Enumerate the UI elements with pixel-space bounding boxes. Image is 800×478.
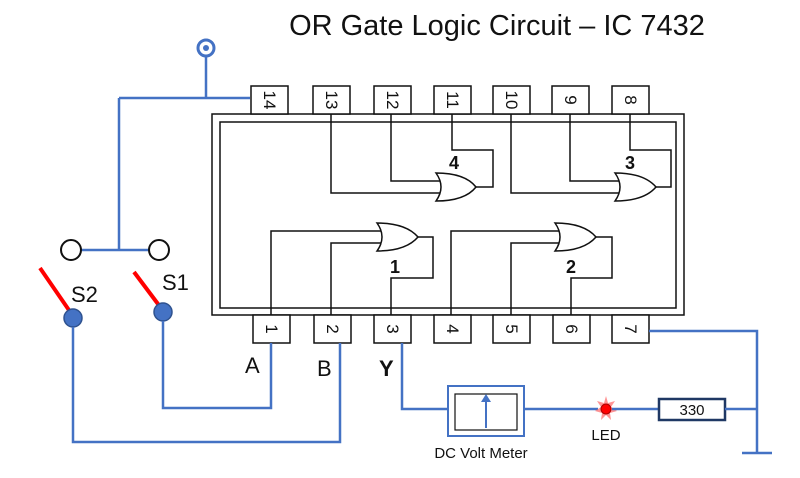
pin-11-label: 11 — [443, 91, 462, 109]
pin-13-label: 13 — [322, 91, 341, 110]
vcc-terminal-dot — [203, 45, 209, 51]
gate-2-label: 2 — [566, 257, 576, 277]
resistor: 330 — [657, 397, 727, 422]
ic-7432: 14 13 12 11 10 9 — [211, 85, 685, 344]
vcc-wiring — [79, 38, 250, 252]
pin-12-label: 12 — [383, 91, 402, 110]
pin-3-label: 3 — [383, 324, 402, 333]
pin-5-label: 5 — [502, 324, 521, 333]
or-gate-3: 3 — [510, 114, 672, 202]
s2-lever — [38, 266, 75, 318]
pin-10: 10 — [492, 85, 531, 115]
signal-a-label: A — [245, 353, 260, 378]
signal-y-label: Y — [379, 356, 394, 381]
pin-11: 11 — [433, 85, 472, 115]
s2-pivot — [63, 308, 83, 328]
pin-12: 12 — [373, 85, 412, 115]
diagram-title: OR Gate Logic Circuit – IC 7432 — [289, 10, 705, 42]
meter-label: DC Volt Meter — [434, 445, 527, 462]
led-bulb — [600, 403, 612, 415]
or-gate-2: 2 — [450, 222, 613, 315]
switch-s1[interactable]: S1 — [132, 239, 189, 322]
wire-pin7-to-ground — [649, 329, 759, 453]
pin-5: 5 — [492, 314, 531, 344]
pin-4: 4 — [433, 314, 472, 344]
pin-14: 14 — [250, 85, 289, 115]
or-gate-1: 1 — [270, 222, 434, 315]
pin-14-label: 14 — [260, 91, 279, 110]
pin-6: 6 — [552, 314, 591, 344]
pin-1-label: 1 — [262, 324, 281, 333]
pin-2-label: 2 — [323, 324, 342, 333]
gate-3-label: 3 — [625, 153, 635, 173]
ic-body-outer — [211, 113, 685, 316]
pin-13: 13 — [312, 85, 351, 115]
pin-10-label: 10 — [502, 91, 521, 110]
led-label: LED — [591, 427, 620, 444]
pin-7-label: 7 — [621, 324, 640, 333]
s2-label: S2 — [71, 282, 98, 307]
s2-top-contact — [60, 239, 82, 261]
top-pins: 14 13 12 11 10 9 — [250, 85, 650, 115]
pin-1: 1 — [252, 314, 291, 344]
pin-8-label: 8 — [621, 95, 640, 104]
bottom-pins: 1 2 3 4 5 6 7 — [252, 314, 650, 344]
pin-6-label: 6 — [562, 324, 581, 333]
resistor-value: 330 — [679, 402, 704, 419]
pin-9: 9 — [551, 85, 590, 115]
gate-4-label: 4 — [449, 153, 459, 173]
led: LED — [591, 396, 621, 444]
pin-9-label: 9 — [561, 95, 580, 104]
s1-label: S1 — [162, 270, 189, 295]
pin-4-label: 4 — [443, 324, 462, 333]
signal-b-label: B — [317, 356, 332, 381]
ic-body-inner — [219, 121, 677, 309]
gate-1-label: 1 — [390, 257, 400, 277]
pin-2: 2 — [313, 314, 352, 344]
s1-pivot — [153, 302, 173, 322]
pin-3: 3 — [373, 314, 412, 344]
dc-volt-meter: DC Volt Meter — [434, 385, 528, 462]
switch-s2[interactable]: S2 — [38, 239, 98, 328]
or-gate-4: 4 — [330, 114, 494, 202]
s1-lever — [132, 270, 163, 310]
wire-a-to-pin1 — [161, 321, 273, 410]
pin-8: 8 — [611, 85, 650, 115]
meter-needle-arrow-icon — [481, 394, 491, 402]
wire-b-to-pin2 — [71, 327, 342, 444]
wire-y-to-meter — [400, 343, 448, 411]
s1-top-contact — [148, 239, 170, 261]
pin-7: 7 — [611, 314, 650, 344]
